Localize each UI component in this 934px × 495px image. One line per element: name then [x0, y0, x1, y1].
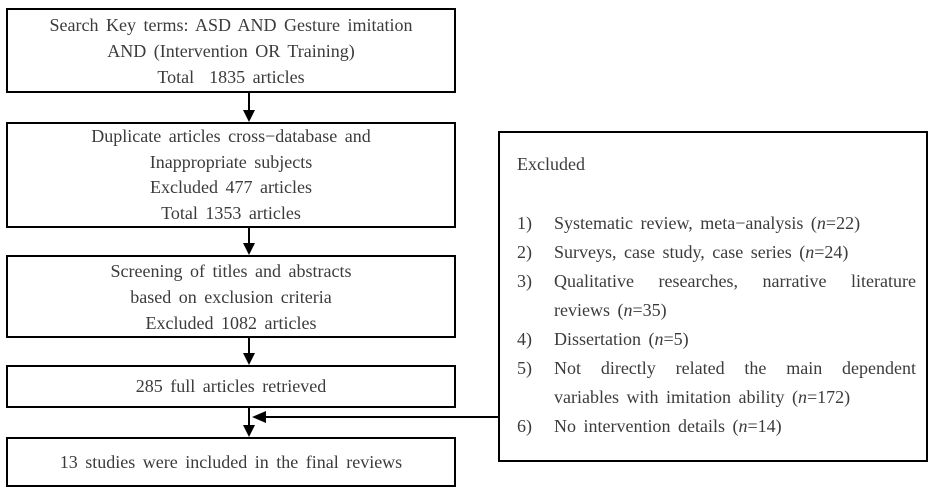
arrow-down-icon — [243, 353, 255, 365]
flow-box-text-line: Inappropriate subjects — [149, 151, 313, 172]
excluded-item-text: Systematic review, meta−analysis (n=22) — [554, 213, 861, 233]
excluded-item-number: 6) — [517, 416, 532, 436]
excluded-item-4: 4) Dissertation (n=5) — [500, 325, 926, 354]
flow-box-search-terms: Search Key terms: ASD AND Gesture imitat… — [6, 8, 456, 93]
arrow-left-icon — [252, 411, 266, 423]
excluded-item-number: 5) — [517, 358, 532, 378]
flow-box-text-line: AND (Intervention OR Training) — [107, 40, 355, 61]
flow-box-text-line: Search Key terms: ASD AND Gesture imitat… — [49, 14, 413, 35]
excluded-item-text: No intervention details (n=14) — [554, 416, 782, 436]
flow-box-text-line: Total 1353 articles — [161, 202, 301, 223]
flow-box-final-included: 13 studies were included in the final re… — [6, 437, 456, 487]
arrow-line-1 — [248, 93, 250, 110]
flow-box-duplicates-excluded: Duplicate articles cross−database and In… — [6, 122, 456, 228]
excluded-item-6: 6) No intervention details (n=14) — [500, 412, 926, 441]
excluded-item-2: 2) Surveys, case study, case series (n=2… — [500, 238, 926, 267]
excluded-item-number: 3) — [517, 271, 532, 291]
excluded-panel-title: Excluded — [517, 154, 585, 174]
flow-box-screening: Screening of titles and abstracts based … — [6, 255, 456, 338]
excluded-item-number: 2) — [517, 242, 532, 262]
excluded-item-number: 1) — [517, 213, 532, 233]
excluded-item-text: Dissertation (n=5) — [554, 329, 689, 349]
flow-box-text-line: Excluded 477 articles — [150, 177, 312, 197]
flow-box-text-line: based on exclusion criteria — [130, 286, 332, 307]
excluded-item-text: reviews (n=35) — [554, 300, 667, 320]
excluded-item-number: 4) — [517, 329, 532, 349]
italic-n: n — [654, 329, 664, 349]
italic-n: n — [623, 300, 633, 320]
arrow-line-3 — [248, 338, 250, 353]
excluded-list: 1) Systematic review, meta−analysis (n=2… — [500, 209, 926, 441]
excluded-panel: Excluded 1) Systematic review, meta−anal… — [498, 131, 928, 462]
excluded-item-text: Qualitative researches, narrative litera… — [554, 271, 916, 291]
flow-box-text-line: Total 1835 articles — [157, 66, 305, 87]
italic-n: n — [738, 416, 748, 436]
arrow-line-4 — [248, 408, 250, 425]
excluded-item-text: Surveys, case study, case series (n=24) — [554, 242, 849, 262]
arrow-down-icon — [243, 110, 255, 122]
excluded-item-text: variables with imitation ability (n=172) — [554, 387, 851, 407]
italic-n: n — [797, 387, 807, 407]
connector-line-excluded — [266, 416, 498, 418]
flow-box-text-line: Excluded 1082 articles — [145, 312, 317, 333]
flow-box-text-line: Duplicate articles cross−database and — [91, 126, 371, 146]
italic-n: n — [816, 213, 826, 233]
excluded-item-3: 3) Qualitative researches, narrative lit… — [500, 267, 926, 325]
italic-n: n — [805, 242, 815, 262]
arrow-down-icon — [243, 243, 255, 255]
excluded-item-1: 1) Systematic review, meta−analysis (n=2… — [500, 209, 926, 238]
arrow-down-icon — [243, 425, 255, 437]
flow-box-text-line: 285 full articles retrieved — [135, 376, 327, 396]
flow-box-text-line: 13 studies were included in the final re… — [59, 451, 403, 472]
arrow-line-2 — [248, 228, 250, 243]
flow-box-full-articles: 285 full articles retrieved — [6, 365, 456, 408]
flow-box-text-line: Screening of titles and abstracts — [110, 260, 352, 281]
excluded-item-text: Not directly related the main dependent — [554, 358, 916, 378]
excluded-item-5: 5) Not directly related the main depende… — [500, 354, 926, 412]
